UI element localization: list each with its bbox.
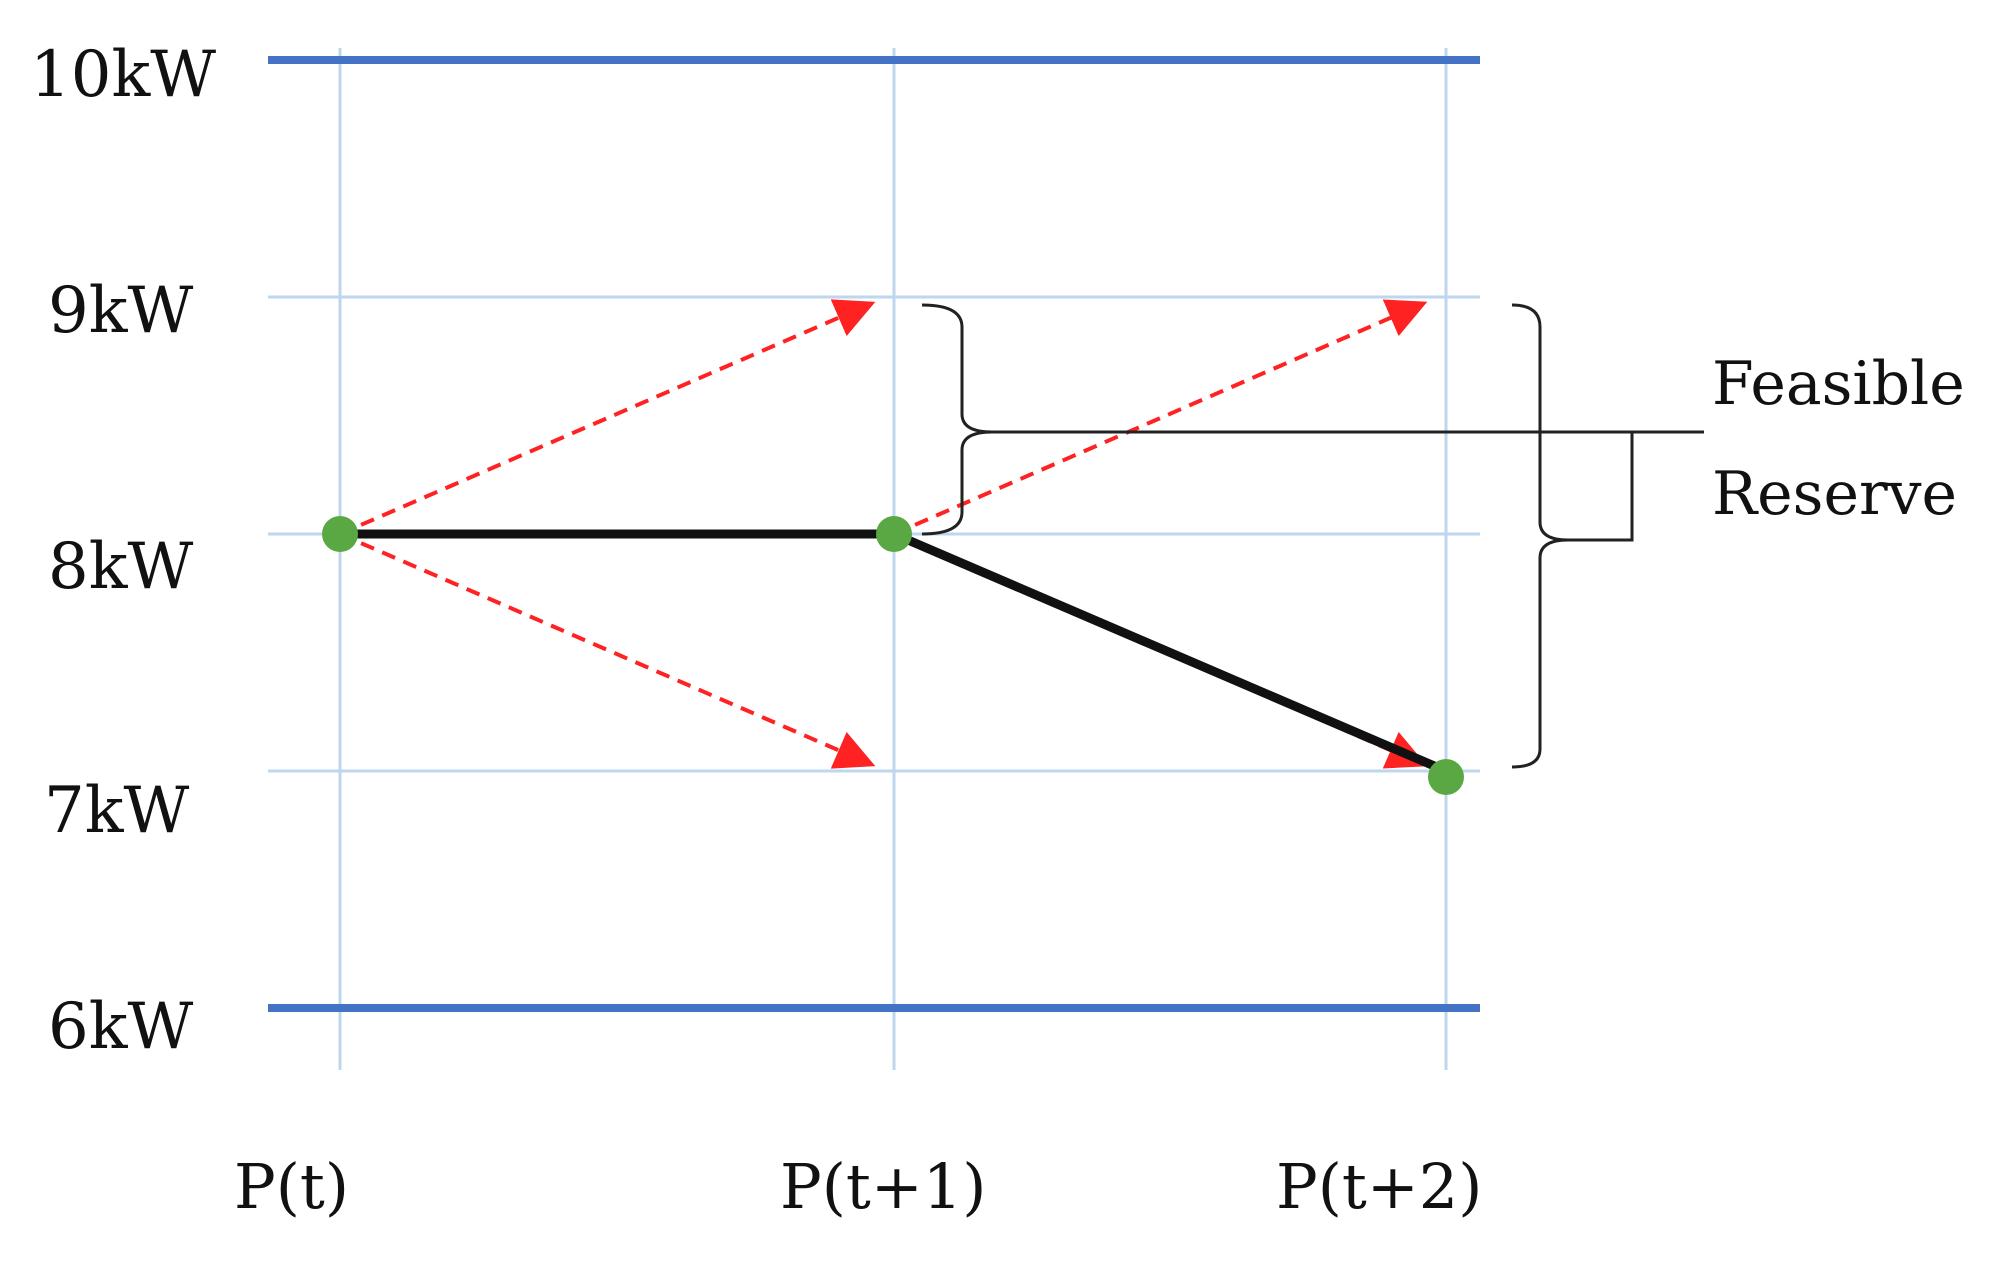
feasible-move-arrow-0 [339,299,876,536]
x-label-p-t2: P(t+2) [1276,1150,1482,1223]
annotation-feasible: Feasible [1712,349,1965,419]
y-label-7kw: 7kW [44,774,190,848]
reserve-braces [921,303,1704,769]
actual-path [335,529,1451,776]
actual-path-segment-1 [889,529,1451,776]
y-label-10kw: 10kW [30,38,216,112]
feasible-move-arrow-2 [893,299,1428,536]
x-label-p-t1: P(t+1) [780,1150,986,1223]
power-node-1 [876,516,912,552]
leader-line-brace2 [1568,432,1634,542]
power-nodes [322,516,1464,795]
labels: 10kW 9kW 8kW 7kW 6kW P(t) P(t+1) P(t+2) … [30,38,1965,1223]
y-label-6kw: 6kW [48,990,194,1064]
feasible-move-arrow-1 [339,532,876,769]
power-node-2 [1428,759,1464,795]
y-label-8kw: 8kW [48,530,194,604]
power-node-0 [322,516,358,552]
annotation-reserve: Reserve [1712,459,1957,529]
reserve-brace-step1 [921,303,993,536]
reserve-brace-step2 [1511,303,1569,769]
x-label-p-t: P(t) [234,1150,349,1223]
grid [268,48,1480,1070]
power-bounds [268,56,1480,1012]
y-label-9kw: 9kW [48,274,194,348]
